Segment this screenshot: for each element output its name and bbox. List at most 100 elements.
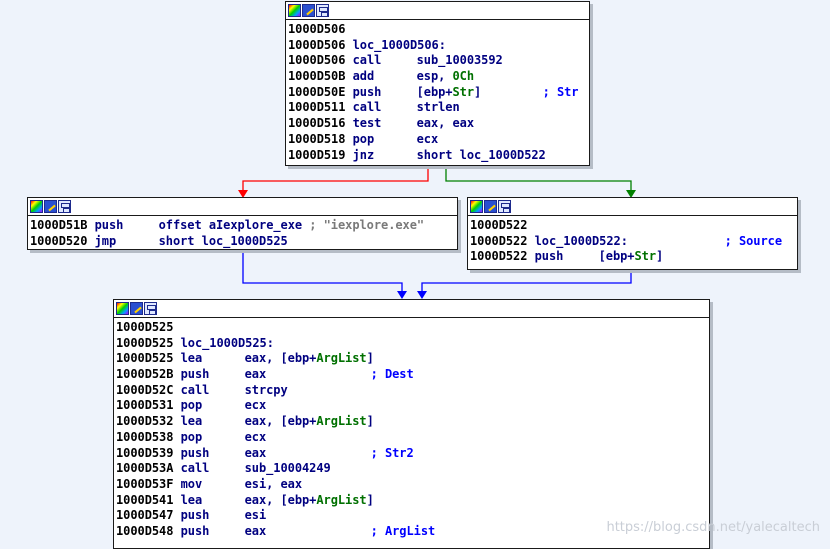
mnemonic: push [352,84,382,99]
code-label[interactable]: loc_1000D522: [534,233,628,248]
operand[interactable]: strcpy [244,382,288,397]
disasm-line[interactable]: 1000D525 loc_1000D525: [116,336,709,352]
stack-variable[interactable]: Str [452,84,474,99]
stack-variable[interactable]: ArgList [316,492,367,507]
disasm-line[interactable]: 1000D522 loc_1000D522:; Source [470,234,797,250]
stack-variable[interactable]: Str [634,249,656,264]
node-titlebar[interactable] [114,300,709,318]
color-palette-icon[interactable] [470,200,483,213]
operand[interactable]: eax [244,523,267,538]
disasm-line[interactable]: 1000D525 [116,320,709,336]
edit-node-icon[interactable] [44,200,57,213]
operand[interactable]: eax [244,445,267,460]
stack-variable[interactable]: ArgList [316,351,367,366]
edit-node-icon[interactable] [484,200,497,213]
comment: ; Source [724,233,782,248]
color-palette-icon[interactable] [30,200,43,213]
watermark: https://blog.csdn.net/yalecaltech [606,520,820,535]
comment: ; ArgList [370,523,436,538]
edge-jmp-arrowhead [397,291,407,299]
graph-view-icon[interactable] [316,4,329,17]
mnemonic: lea [180,492,203,507]
edit-node-icon[interactable] [302,4,315,17]
address: 1000D520 [30,233,88,248]
edit-node-icon[interactable] [130,302,143,315]
operand: ] [474,84,482,99]
disasm-line[interactable]: 1000D547 push esi [116,508,709,524]
color-palette-icon[interactable] [116,302,129,315]
disasm-line[interactable]: 1000D506 loc_1000D506: [288,38,589,54]
color-palette-icon[interactable] [288,4,301,17]
disasm-line[interactable]: 1000D506 [288,22,589,38]
code-label[interactable]: loc_1000D506: [352,37,446,52]
address: 1000D522 [470,218,528,232]
code-label[interactable]: loc_1000D525: [180,335,274,350]
graph-view-icon[interactable] [144,302,157,315]
operand[interactable]: ecx [416,131,439,146]
address: 1000D539 [116,445,174,460]
operand[interactable]: sub_10003592 [416,53,503,68]
operand[interactable]: esp, [416,69,453,84]
operand[interactable]: ecx [244,429,267,444]
node-titlebar[interactable] [286,2,589,20]
node-titlebar[interactable] [468,198,797,216]
mnemonic: push [180,508,210,523]
graph-node-loc_1000D522[interactable]: 1000D522 1000D522 loc_1000D522:; Source … [467,197,798,270]
disasm-line[interactable]: 1000D522 [470,218,797,234]
operand[interactable]: offset aIexplore_exe [158,218,303,232]
disasm-line[interactable]: 1000D522 push[ebp+Str] [470,249,797,265]
operand[interactable]: strlen [416,100,460,115]
operand[interactable]: [ebp+ [598,249,635,264]
operand[interactable]: eax, [ebp+ [244,492,317,507]
graph-view-icon[interactable] [498,200,511,213]
graph-view-icon[interactable] [58,200,71,213]
mnemonic: pop [180,429,203,444]
stack-variable[interactable]: ArgList [316,414,367,429]
operand[interactable]: ecx [244,398,267,413]
jump-target[interactable]: short loc_1000D522 [416,147,546,162]
operand[interactable]: sub_10004249 [244,461,331,476]
operand[interactable]: esi [244,508,267,523]
operand[interactable]: [ebp+ [416,84,453,99]
address: 1000D547 [116,508,174,523]
string-comment: ; "iexplore.exe" [309,218,425,232]
mnemonic: test [352,116,382,131]
graph-node-loc_1000D506[interactable]: 1000D506 1000D506 loc_1000D506: 1000D506… [285,1,590,166]
operand[interactable]: eax [244,367,267,382]
mnemonic: mov [180,476,203,491]
graph-node-loc_1000D525[interactable]: 1000D525 1000D525 loc_1000D525: 1000D525… [113,299,710,549]
operand[interactable]: eax, [ebp+ [244,414,317,429]
edge-false-arrowhead [238,190,248,198]
operand[interactable]: esi, eax [244,476,302,491]
node-titlebar[interactable] [28,198,457,216]
operand[interactable]: eax, eax [416,116,474,131]
address: 1000D51B [30,218,88,232]
operand[interactable]: eax, [ebp+ [244,351,317,366]
address: 1000D506 [288,37,346,52]
address: 1000D52B [116,367,174,382]
address: 1000D525 [116,320,174,334]
disasm-line[interactable]: 1000D50E push[ebp+Str]; Str [288,85,589,101]
jump-target[interactable]: short loc_1000D525 [158,233,288,248]
address: 1000D519 [288,147,346,162]
